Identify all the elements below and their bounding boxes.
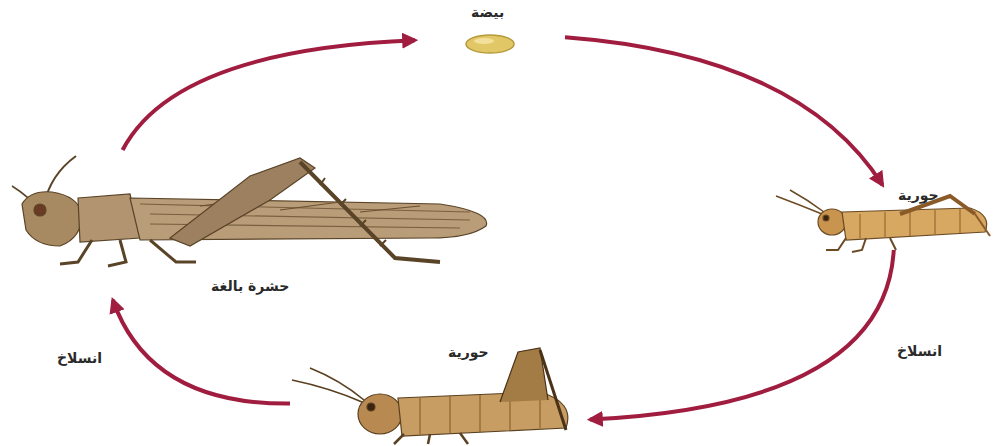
life-stage: بيضة xyxy=(415,0,565,62)
cycle-arrow xyxy=(123,40,415,150)
cycle-arrow xyxy=(590,250,894,420)
stage-label: بيضة xyxy=(471,4,504,20)
edge-label: انسلاخ xyxy=(895,343,944,359)
nymph-drawing xyxy=(776,190,990,252)
life-stage: حورية xyxy=(290,340,590,446)
cycle-arrow xyxy=(113,300,290,404)
stage-label: حشرة بالغة xyxy=(211,278,289,294)
adult-grasshopper-drawing xyxy=(12,156,487,266)
stage-label: حورية xyxy=(448,344,489,360)
life-stage: حورية xyxy=(770,185,995,250)
nymph-drawing xyxy=(292,348,568,444)
edge-label: انسلاخ xyxy=(55,350,104,366)
life-stage: حشرة بالغة xyxy=(5,150,495,300)
egg-highlight xyxy=(474,38,494,44)
egg-drawing xyxy=(466,35,514,53)
stage-label: حورية xyxy=(898,187,939,203)
cycle-arrow xyxy=(565,37,883,185)
